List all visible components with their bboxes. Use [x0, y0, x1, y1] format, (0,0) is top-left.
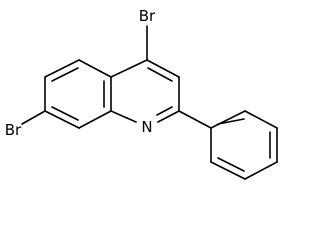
bond-c4a-c5	[78, 59, 112, 78]
bond-ph4-ph5	[244, 161, 278, 180]
atom-label-br-left: Br	[5, 121, 22, 139]
bond-ph1-ph2	[210, 110, 246, 129]
molecule-drawing: Br Br N	[5, 7, 278, 180]
bond-c5-c6	[44, 59, 80, 78]
atom-label-br-top: Br	[139, 7, 156, 25]
bond-ph5-ph6-inner	[217, 157, 245, 172]
bond-c7-br	[21, 110, 46, 125]
bond-c4-c3	[146, 59, 180, 78]
bond-c8-c8a	[78, 110, 112, 129]
bond-c4a-c4	[110, 59, 148, 78]
bond-c2-n1-inner	[156, 106, 173, 116]
atom-label-n: N	[141, 118, 152, 136]
bond-ph2-ph3	[244, 110, 278, 129]
bond-ph5-ph6	[210, 161, 246, 180]
bond-c2-n1	[157, 110, 180, 123]
bond-c4-c3-inner	[147, 67, 173, 82]
bond-c7-c8	[44, 110, 80, 129]
structure-diagram: Br Br N	[5, 7, 278, 180]
bond-c2-phenyl	[178, 110, 212, 129]
bond-n1-c8a	[110, 110, 137, 123]
bond-c7-c8-inner	[51, 106, 79, 121]
bond-c5-c6-inner	[51, 67, 79, 82]
bond-ph1-ph2-inner	[217, 118, 245, 125]
